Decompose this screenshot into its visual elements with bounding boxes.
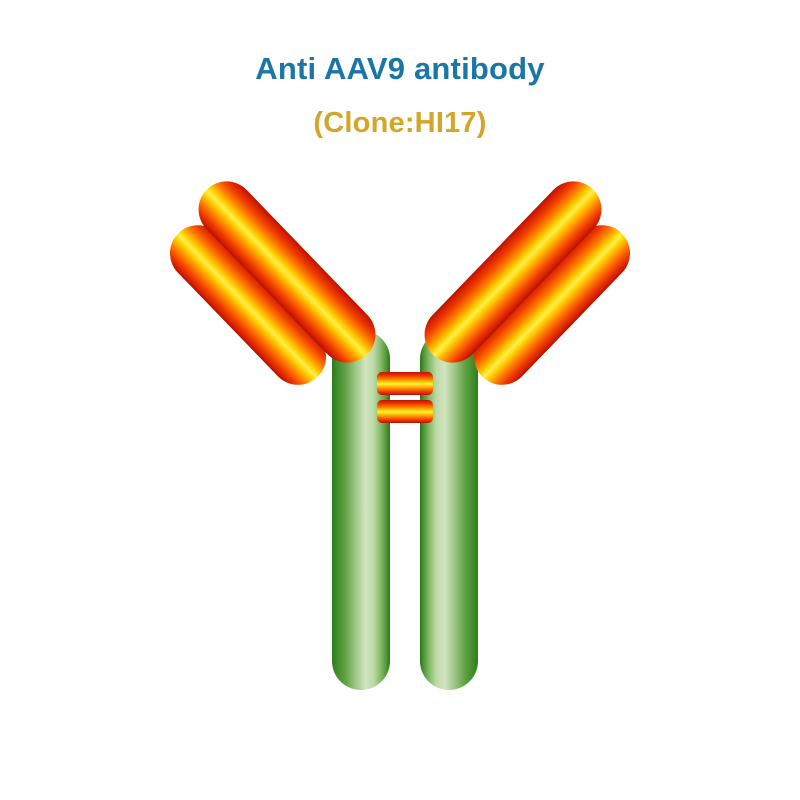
right-arm-group	[424, 181, 631, 385]
fc-stem-left	[332, 330, 390, 690]
fc-region	[332, 330, 478, 690]
light-chain-left	[169, 225, 327, 385]
hinge-bar-lower	[377, 400, 433, 423]
heavy-chain-right	[424, 181, 602, 363]
heavy-chain-left	[198, 181, 376, 363]
page-subtitle: (Clone:HI17)	[313, 107, 487, 140]
hinge-bar-upper	[377, 372, 433, 395]
hinge-region	[377, 372, 433, 423]
page-title: Anti AAV9 antibody	[255, 51, 545, 86]
title-block: Anti AAV9 antibody (Clone:HI17)	[0, 0, 800, 140]
light-chain-right	[473, 225, 631, 385]
left-arm-group	[169, 181, 376, 385]
fc-stem-right	[420, 330, 478, 690]
